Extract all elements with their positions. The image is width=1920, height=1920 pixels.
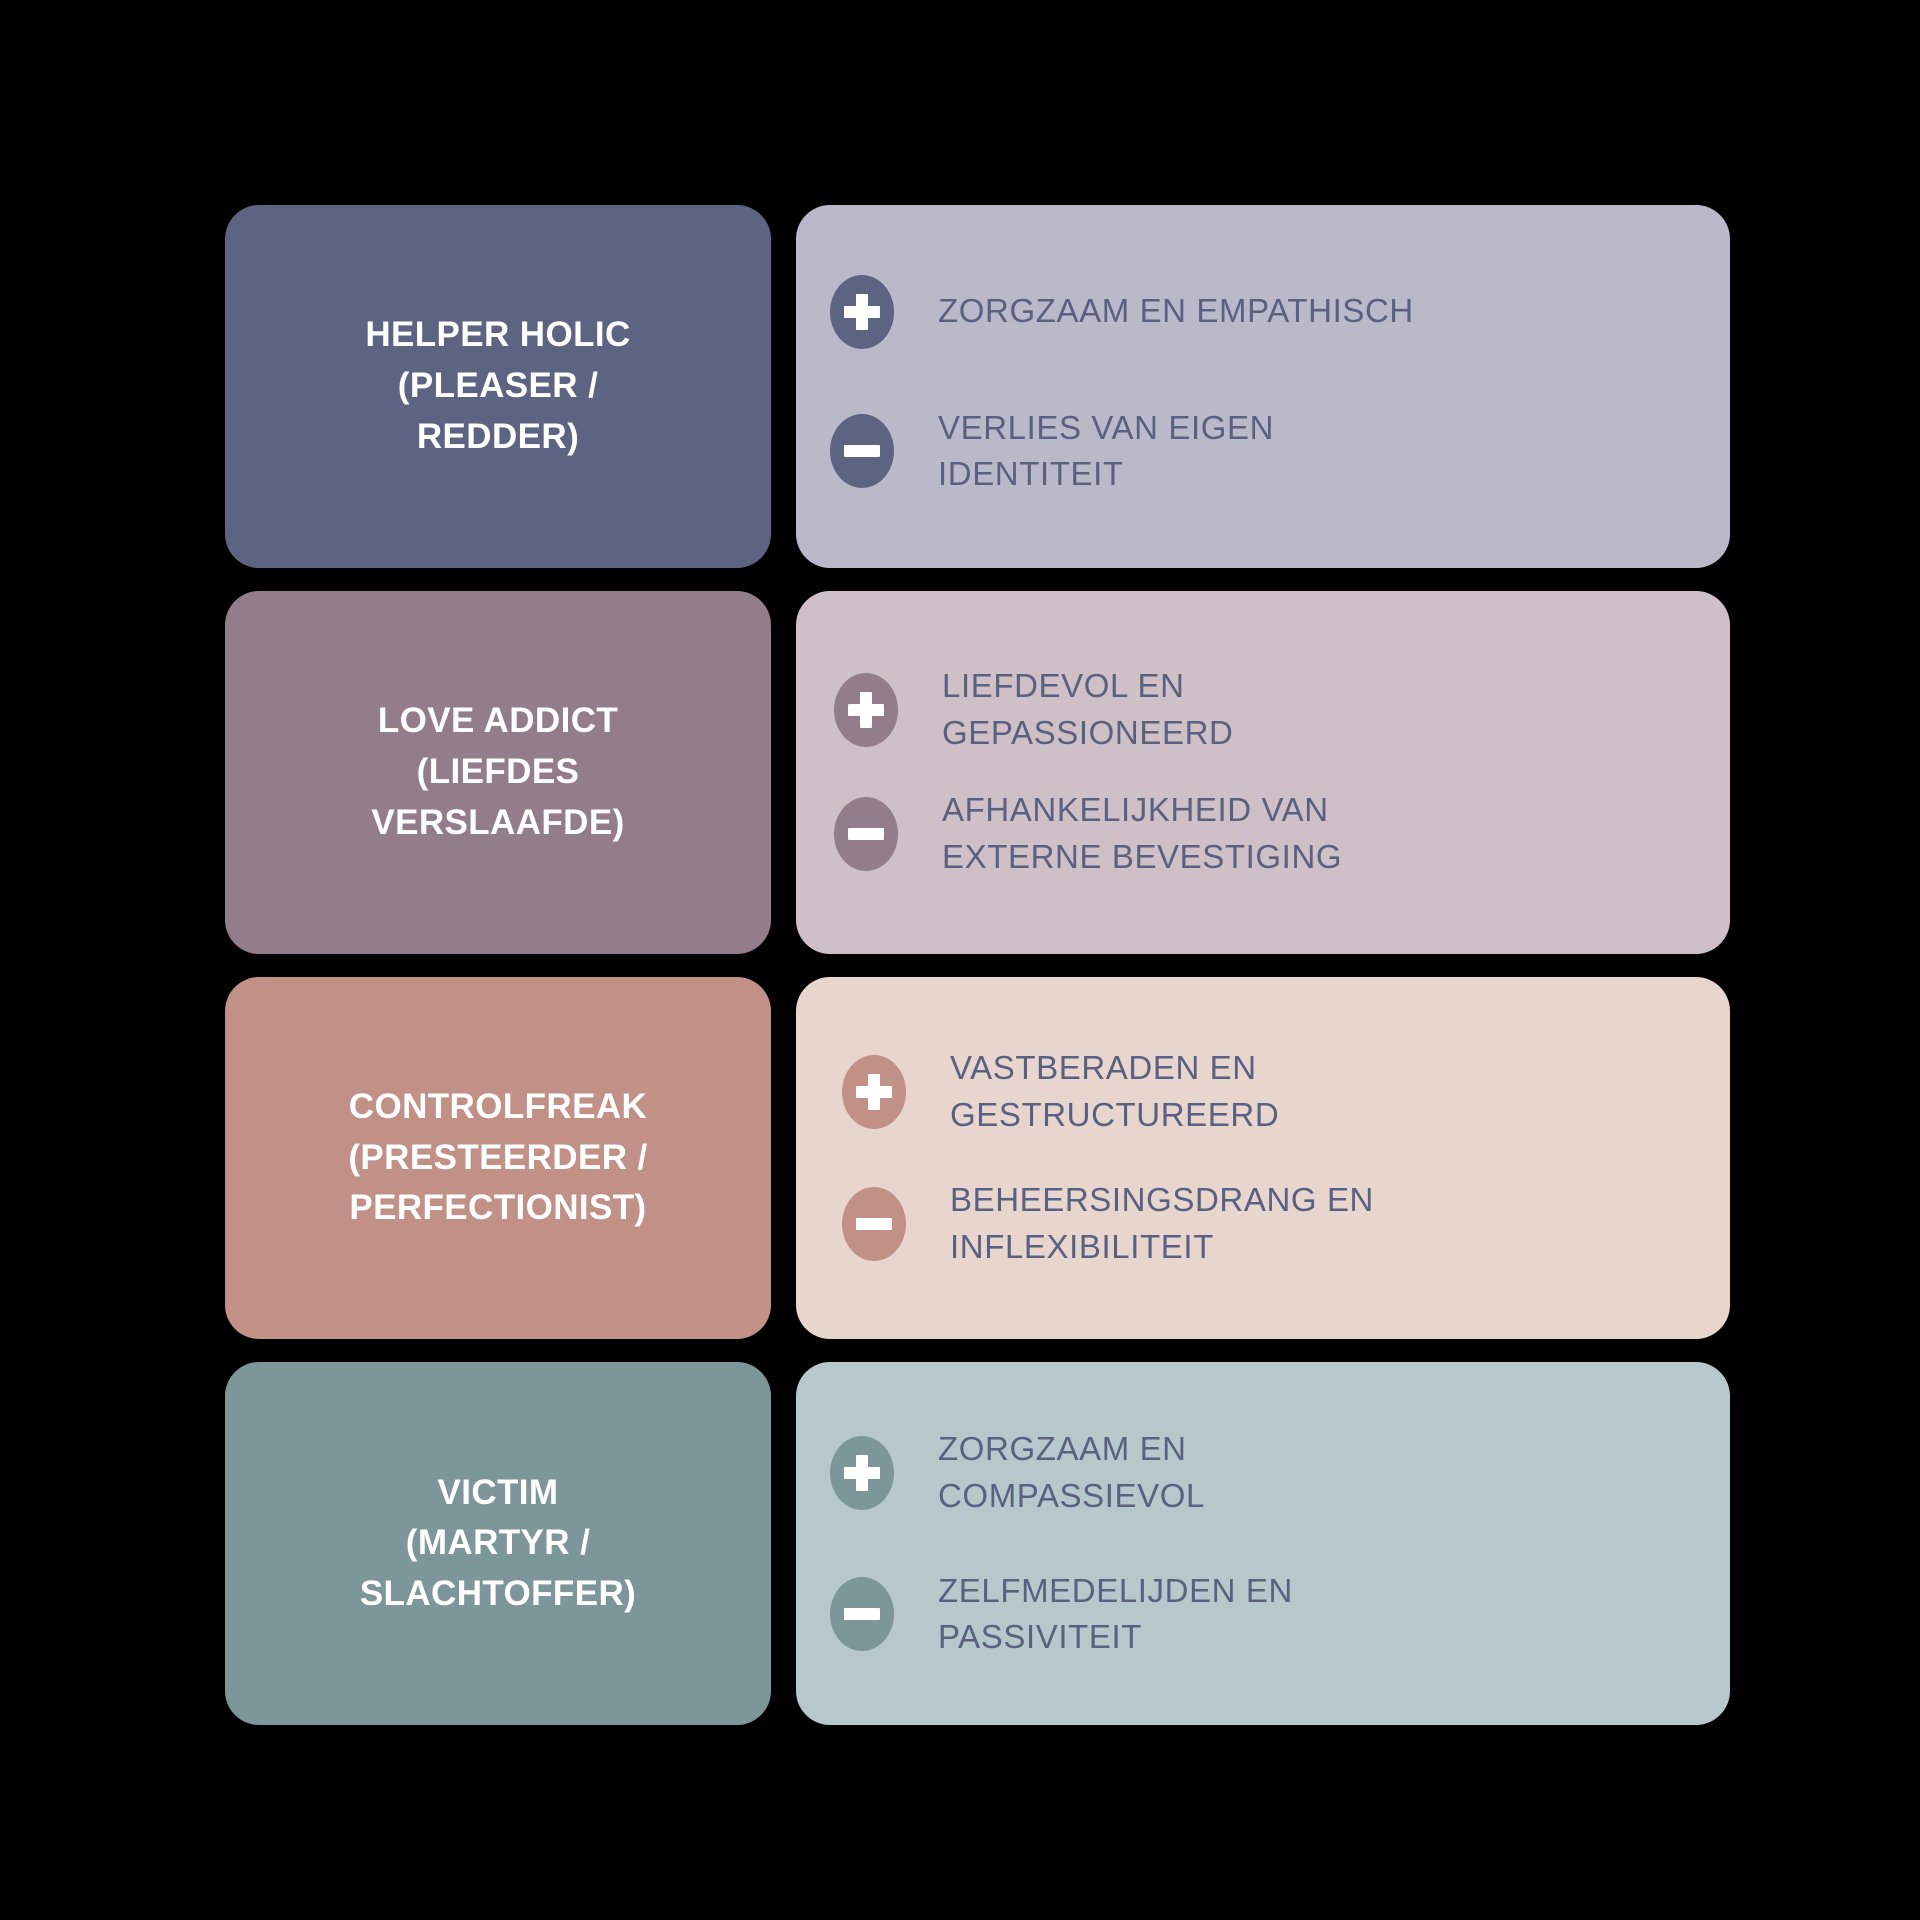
- type-row: CONTROLFREAK (PRESTEERDER / PERFECTIONIS…: [225, 976, 1730, 1340]
- strength-row: ZORGZAAM EN EMPATHISCH: [830, 274, 1684, 349]
- minus-icon: [834, 796, 898, 871]
- type-row: VICTIM (MARTYR / SLACHTOFFER) ZORGZAAM E…: [225, 1362, 1730, 1725]
- type-row: LOVE ADDICT (LIEFDES VERSLAAFDE) LIEFDEV…: [225, 590, 1730, 954]
- weakness-row: VERLIES VAN EIGEN IDENTITEIT: [830, 405, 1684, 499]
- minus-icon: [830, 1577, 894, 1652]
- type-detail-card-victim: ZORGZAAM EN COMPASSIEVOL ZELFMEDELIJDEN …: [796, 1362, 1730, 1725]
- type-detail-card-helper-holic: ZORGZAAM EN EMPATHISCH VERLIES VAN EIGEN…: [796, 205, 1730, 568]
- type-label-card-controlfreak: CONTROLFREAK (PRESTEERDER / PERFECTIONIS…: [225, 976, 771, 1340]
- type-row: HELPER HOLIC (PLEASER / REDDER) ZORGZAAM…: [225, 205, 1730, 568]
- weakness-row: BEHEERSINGSDRANG EN INFLEXIBILITEIT: [842, 1177, 1684, 1271]
- type-detail-card-controlfreak: VASTBERADEN EN GESTRUCTUREERD BEHEERSING…: [796, 976, 1730, 1340]
- type-label-text: HELPER HOLIC (PLEASER / REDDER): [365, 315, 631, 456]
- minus-icon: [830, 414, 894, 489]
- strength-row: VASTBERADEN EN GESTRUCTUREERD: [842, 1045, 1684, 1139]
- type-label-text: CONTROLFREAK (PRESTEERDER / PERFECTIONIS…: [348, 1086, 648, 1228]
- strength-row: LIEFDEVOL EN GEPASSIONEERD: [834, 663, 1684, 757]
- weakness-text: BEHEERSINGSDRANG EN INFLEXIBILITEIT: [950, 1180, 1374, 1265]
- plus-icon: [834, 673, 898, 748]
- type-label-card-victim: VICTIM (MARTYR / SLACHTOFFER): [225, 1362, 771, 1725]
- plus-icon: [830, 274, 894, 349]
- plus-icon: [842, 1055, 906, 1130]
- weakness-text: VERLIES VAN EIGEN IDENTITEIT: [938, 408, 1275, 493]
- weakness-row: AFHANKELIJKHEID VAN EXTERNE BEVESTIGING: [834, 787, 1684, 881]
- type-label-text: VICTIM (MARTYR / SLACHTOFFER): [359, 1472, 637, 1614]
- strength-text: ZORGZAAM EN EMPATHISCH: [938, 292, 1414, 330]
- weakness-text: ZELFMEDELIJDEN EN PASSIVITEIT: [938, 1571, 1293, 1656]
- type-label-text: LOVE ADDICT (LIEFDES VERSLAAFDE): [371, 701, 625, 842]
- type-label-card-helper-holic: HELPER HOLIC (PLEASER / REDDER): [225, 205, 771, 568]
- type-label-card-love-addict: LOVE ADDICT (LIEFDES VERSLAAFDE): [225, 590, 771, 954]
- minus-icon: [842, 1186, 906, 1261]
- strength-text: VASTBERADEN EN GESTRUCTUREERD: [950, 1049, 1280, 1134]
- strength-row: ZORGZAAM EN COMPASSIEVOL: [830, 1426, 1684, 1520]
- strength-text: ZORGZAAM EN COMPASSIEVOL: [938, 1429, 1205, 1514]
- weakness-row: ZELFMEDELIJDEN EN PASSIVITEIT: [830, 1568, 1684, 1662]
- weakness-text: AFHANKELIJKHEID VAN EXTERNE BEVESTIGING: [942, 791, 1343, 875]
- type-detail-card-love-addict: LIEFDEVOL EN GEPASSIONEERD AFHANKELIJKHE…: [796, 590, 1730, 954]
- plus-icon: [830, 1435, 894, 1510]
- strength-text: LIEFDEVOL EN GEPASSIONEERD: [942, 667, 1234, 752]
